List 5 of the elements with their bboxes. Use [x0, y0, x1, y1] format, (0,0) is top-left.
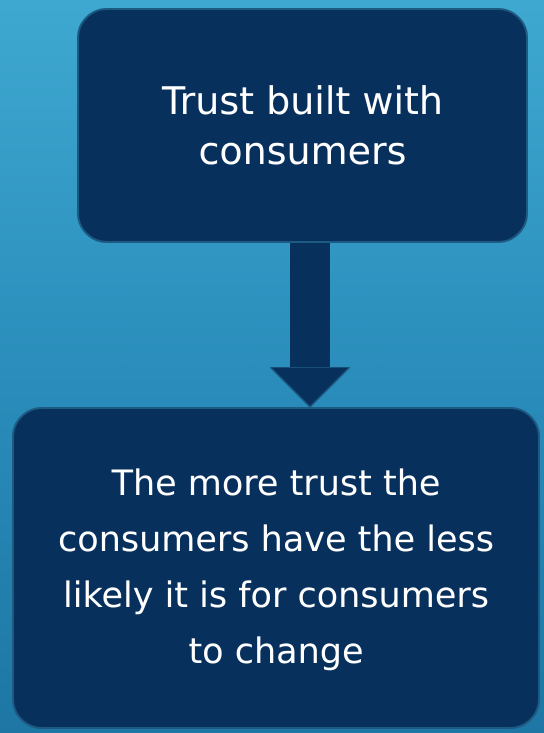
arrow — [269, 243, 351, 408]
process-box — [12, 407, 540, 729]
box-text: The more trust the consumers have the less likely it is for consumers to change — [57, 463, 495, 674]
box-text: Trust built with consumers — [160, 78, 444, 174]
process-box — [77, 8, 528, 243]
